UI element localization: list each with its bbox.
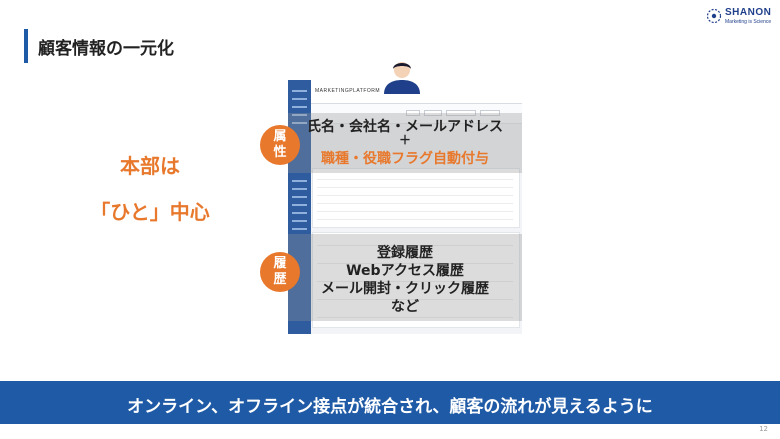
logo-name: SHANON [725, 7, 772, 18]
person-illustration-icon [384, 62, 420, 94]
title-accent-bar [24, 29, 28, 63]
logo-tagline: Marketing is Science [725, 19, 772, 25]
attribute-line1: 氏名・会社名・メールアドレス [307, 119, 503, 135]
history-line4: など [391, 299, 419, 315]
attribute-overlay: 氏名・会社名・メールアドレス ＋ 職種・役職フラグ自動付与 [288, 113, 522, 173]
screenshot-brand: MARKETINGPLATFORM [315, 88, 381, 94]
screenshot-attribute-panel [312, 168, 520, 228]
attribute-plus: ＋ [398, 133, 411, 147]
history-badge: 履 歴 [260, 252, 300, 292]
footer-banner: オンライン、オフライン接点が統合され、顧客の流れが見えるように [0, 381, 780, 424]
page-number: 12 [759, 425, 768, 433]
history-overlay: 登録履歴 Webアクセス履歴 メール開封・クリック履歴 など [288, 234, 522, 321]
slide-title: 顧客情報の一元化 [38, 39, 174, 59]
attribute-line2: 職種・役職フラグ自動付与 [321, 151, 489, 167]
left-message-line2: 「ひと」中心 [90, 200, 210, 224]
shanon-logo-mark-icon [706, 8, 722, 24]
shanon-logo: SHANON Marketing is Science [706, 6, 774, 28]
left-message-line1: 本部は [120, 154, 180, 178]
screenshot-header [311, 104, 522, 124]
product-screenshot: MARKETINGPLATFORM [288, 80, 522, 334]
screenshot-history-panel [312, 232, 520, 328]
history-line2: Webアクセス履歴 [346, 263, 464, 279]
history-line1: 登録履歴 [377, 245, 433, 261]
attribute-badge: 属 性 [260, 125, 300, 165]
history-line3: メール開封・クリック履歴 [321, 281, 489, 297]
footer-message: オンライン、オフライン接点が統合され、顧客の流れが見えるように [127, 397, 653, 417]
